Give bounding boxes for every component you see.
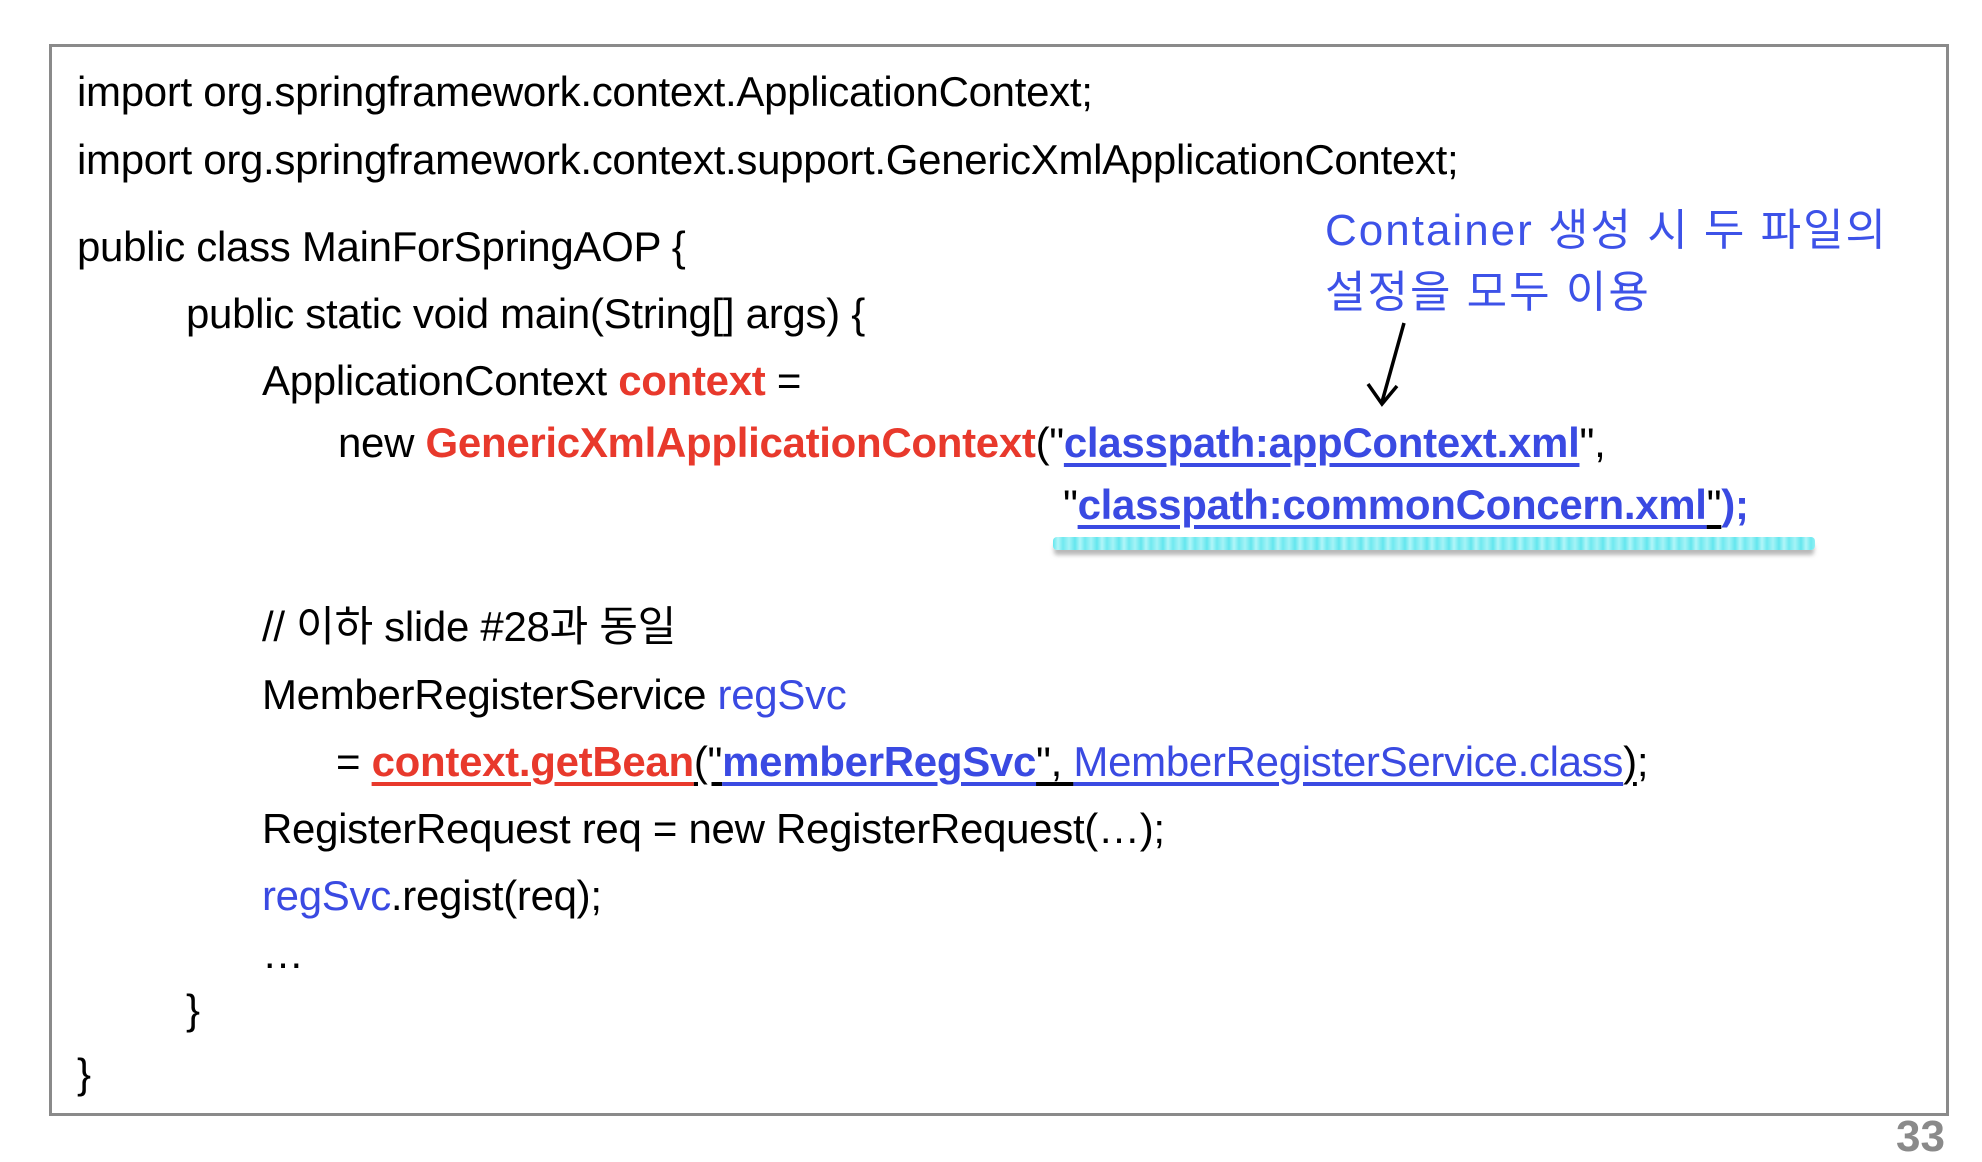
page-number: 33 <box>1896 1112 1945 1161</box>
getbean-call: context.getBean <box>371 738 695 785</box>
context-type: ApplicationContext <box>262 357 619 404</box>
getbean-open-paren: (" <box>693 738 723 785</box>
new-keyword: new <box>338 419 426 466</box>
regsvc-var-use: regSvc <box>262 872 391 919</box>
code-line-comment: // 이하 slide #28과 동일 <box>262 601 676 653</box>
register-request-statement: RegisterRequest req = new RegisterReques… <box>262 805 1165 852</box>
inner-closing-brace: } <box>186 986 200 1033</box>
code-line-main-decl: public static void main(String[] args) { <box>186 288 865 340</box>
import-statement-2: import org.springframework.context.suppo… <box>77 136 1459 183</box>
annotation-note-line-2: 설정을 모두 이용 <box>1325 268 1651 317</box>
comment-text: // 이하 slide #28과 동일 <box>262 603 676 650</box>
getbean-equals: = <box>336 738 372 785</box>
code-line-import-1: import org.springframework.context.Appli… <box>77 66 1093 118</box>
code-line-regist-call: regSvc.regist(req); <box>262 870 602 922</box>
code-box <box>49 44 1949 1116</box>
service-type: MemberRegisterService <box>262 671 718 718</box>
code-line-import-2: import org.springframework.context.suppo… <box>77 134 1459 186</box>
memberregsvc-bean-name: memberRegSvc <box>722 738 1037 785</box>
context-var: context <box>618 357 766 404</box>
import-statement-1: import org.springframework.context.Appli… <box>77 68 1093 115</box>
code-line-ellipsis: … <box>262 928 304 980</box>
open-paren-quote: (" <box>1035 419 1065 466</box>
generic-xml-ctor: GenericXmlApplicationContext <box>425 419 1036 466</box>
regsvc-var: regSvc <box>717 671 847 718</box>
code-line-close-outer-brace: } <box>77 1048 91 1100</box>
code-line-close-inner-brace: } <box>186 984 200 1036</box>
getbean-mid-quote: ", <box>1036 738 1074 785</box>
code-line-new-context: new GenericXmlApplicationContext("classp… <box>338 417 1606 469</box>
annotation-note-line-1: Container 생성 시 두 파일의 <box>1325 206 1889 255</box>
close-quote-comma: ", <box>1579 419 1606 466</box>
code-line-getbean: = context.getBean("memberRegSvc", Member… <box>336 736 1648 788</box>
code-line-context-decl: ApplicationContext context = <box>262 355 801 407</box>
cyan-marker-highlight <box>1053 537 1815 550</box>
code-line-class-decl: public class MainForSpringAOP { <box>77 221 686 273</box>
code-line-register-request: RegisterRequest req = new RegisterReques… <box>262 803 1165 855</box>
code-line-common-concern: "classpath:commonConcern.xml"); <box>1063 479 1749 531</box>
commonconcern-xml-link: classpath:commonConcern.xml <box>1077 481 1707 528</box>
equals-sign: = <box>765 357 802 404</box>
class-declaration: public class MainForSpringAOP { <box>77 223 686 270</box>
member-service-class-arg: MemberRegisterService.class <box>1073 738 1624 785</box>
regist-call-rest: .regist(req); <box>390 872 602 919</box>
getbean-close-paren: ) <box>1623 738 1637 785</box>
main-method-declaration: public static void main(String[] args) { <box>186 290 865 337</box>
ellipsis-text: … <box>262 930 304 977</box>
open-quote: " <box>1063 481 1078 528</box>
code-line-service-decl: MemberRegisterService regSvc <box>262 669 847 721</box>
getbean-semicolon: ; <box>1636 738 1649 785</box>
close-quote: " <box>1706 481 1722 528</box>
close-paren-semicolon: ); <box>1721 481 1749 528</box>
appcontext-xml-link: classpath:appContext.xml <box>1063 419 1580 466</box>
outer-closing-brace: } <box>77 1050 91 1097</box>
